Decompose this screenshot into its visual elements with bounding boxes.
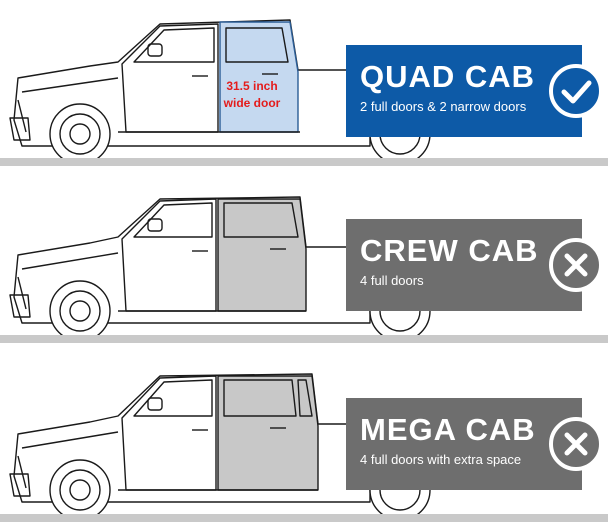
mega-cab-truck-illustration <box>9 373 431 521</box>
ground-line <box>0 335 608 343</box>
check-icon <box>549 64 603 118</box>
mega-cab-label-box: MEGA CAB 4 full doors with extra space <box>346 398 582 490</box>
door-width-note: 31.5 inch wide door <box>218 78 286 112</box>
ground-line <box>0 514 608 522</box>
crew-cab-subtitle: 4 full doors <box>360 273 424 288</box>
ground-line <box>0 158 608 166</box>
door-note-line2: wide door <box>223 96 281 110</box>
mega-cab-subtitle: 4 full doors with extra space <box>360 452 522 467</box>
door-note-line1: 31.5 inch <box>226 79 278 93</box>
quad-cab-subtitle: 2 full doors & 2 narrow doors <box>360 99 527 114</box>
quad-cab-label-box: QUAD CAB 2 full doors & 2 narrow doors <box>346 45 582 137</box>
mega-cab-title: MEGA CAB <box>360 412 536 447</box>
quad-cab-title: QUAD CAB <box>360 59 536 94</box>
crew-cab-panel: CREW CAB 4 full doors <box>0 177 608 354</box>
cross-icon <box>549 417 603 471</box>
mega-cab-panel: MEGA CAB 4 full doors with extra space <box>0 354 608 531</box>
quad-cab-panel: 31.5 inch wide door QUAD CAB 2 full door… <box>0 0 608 177</box>
cross-icon <box>549 238 603 292</box>
crew-cab-title: CREW CAB <box>360 233 539 268</box>
crew-cab-label-box: CREW CAB 4 full doors <box>346 219 582 311</box>
